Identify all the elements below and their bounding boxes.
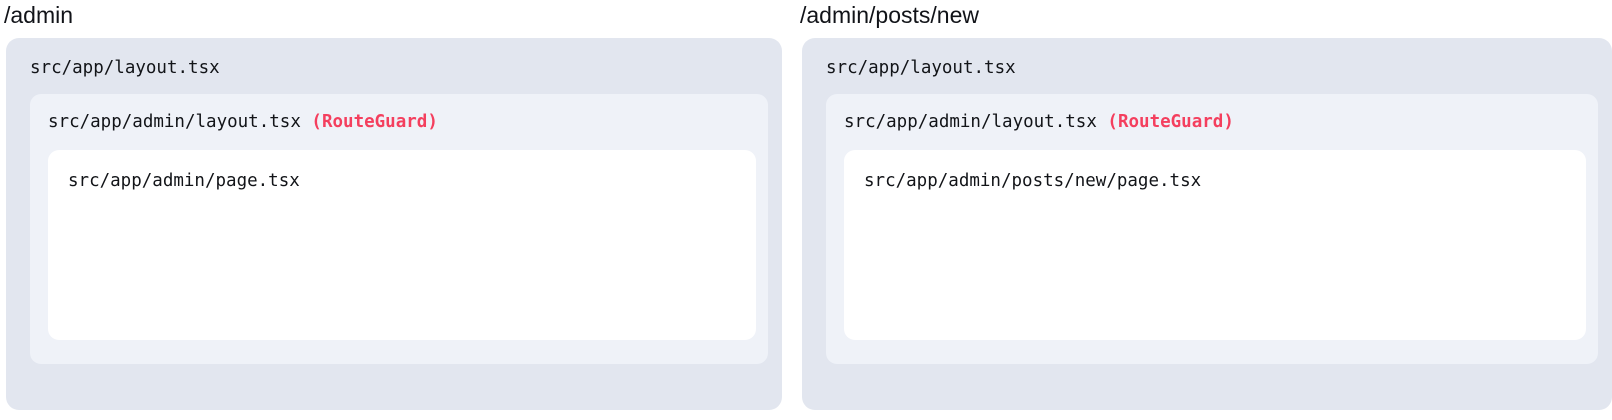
root-layout-file-label: src/app/layout.tsx (826, 58, 1016, 78)
root-layout-file-label: src/app/layout.tsx (30, 58, 220, 78)
route-panel-admin-posts-new: /admin/posts/new src/app/layout.tsx src/… (800, 0, 1612, 410)
root-layout-layer: src/app/layout.tsx src/app/admin/layout.… (6, 38, 782, 410)
page-layer: src/app/admin/posts/new/page.tsx (844, 150, 1586, 340)
page-file-label: src/app/admin/posts/new/page.tsx (864, 171, 1202, 191)
admin-layout-file-label: src/app/admin/layout.tsx (RouteGuard) (48, 110, 756, 134)
route-panel-admin: /admin src/app/layout.tsx src/app/admin/… (4, 0, 782, 410)
page-file-label: src/app/admin/page.tsx (68, 171, 300, 191)
admin-layout-file-text: src/app/admin/layout.tsx (844, 112, 1097, 132)
page-layer: src/app/admin/page.tsx (48, 150, 756, 340)
route-path-title: /admin (4, 2, 74, 28)
route-guard-annotation: (RouteGuard) (311, 112, 438, 132)
route-guard-annotation: (RouteGuard) (1107, 112, 1234, 132)
root-layout-layer: src/app/layout.tsx src/app/admin/layout.… (802, 38, 1612, 410)
admin-layout-layer: src/app/admin/layout.tsx (RouteGuard) sr… (30, 94, 768, 364)
admin-layout-file-text: src/app/admin/layout.tsx (48, 112, 301, 132)
admin-layout-file-label: src/app/admin/layout.tsx (RouteGuard) (844, 110, 1586, 134)
route-path-title: /admin/posts/new (800, 2, 979, 28)
admin-layout-layer: src/app/admin/layout.tsx (RouteGuard) sr… (826, 94, 1598, 364)
